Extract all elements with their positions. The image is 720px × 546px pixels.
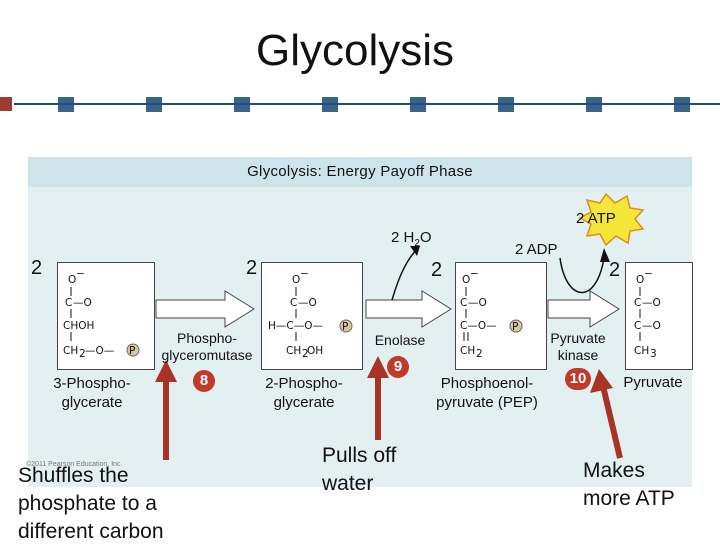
panel-title: Glycolysis: Energy Payoff Phase [247, 163, 473, 180]
label-3-phosphoglycerate: 3-Phospho- glycerate [53, 375, 131, 411]
label-pyruvate: Pyruvate [623, 374, 683, 391]
svg-text:O: O [462, 274, 470, 286]
svg-text:−: − [470, 268, 479, 280]
svg-text:O: O [68, 274, 76, 286]
svg-text:2: 2 [476, 348, 483, 360]
svg-text:−: − [76, 268, 85, 280]
slide-title: Glycolysis [255, 26, 455, 75]
atp-label: 2 ATP [576, 210, 616, 227]
svg-text:C—O—: C—O— [460, 320, 497, 332]
svg-text:H—C—O—: H—C—O— [268, 320, 323, 332]
svg-text:2: 2 [79, 348, 86, 360]
svg-text:CH: CH [460, 345, 475, 357]
atp-burst-icon [578, 192, 645, 247]
water-label: 2 H2O [391, 229, 432, 249]
svg-text:−: − [300, 268, 309, 280]
svg-text:C: C [634, 320, 641, 332]
count-after-water: 2 [431, 259, 443, 281]
enzyme-phosphoglyceromutase: Phospho- glyceromutase [161, 330, 253, 363]
svg-text:—O: —O [642, 297, 661, 309]
enzyme-pyruvate-kinase: Pyruvate kinase [550, 330, 606, 363]
enzyme-enolase: Enolase [374, 332, 426, 348]
water-release-arrow [391, 249, 417, 301]
svg-text:CH: CH [634, 345, 649, 357]
reaction-arrow-9 [365, 290, 452, 328]
note-step-9: Pulls off water [322, 444, 397, 495]
annotation-arrow-step-10 [590, 369, 623, 459]
svg-text:P: P [129, 345, 135, 357]
reaction-arrow-8 [155, 290, 255, 328]
svg-text:CH: CH [63, 345, 78, 357]
label-pep: Phosphoenol- pyruvate (PEP) [436, 375, 538, 411]
title-rule-accent [0, 97, 12, 111]
step-badge-8: 8 [193, 370, 215, 392]
label-2-phosphoglycerate: 2-Phospho- glycerate [265, 375, 343, 411]
note-step-10: Makes more ATP [583, 459, 675, 510]
panel-header [28, 157, 692, 187]
svg-text:CH: CH [286, 345, 301, 357]
molecule-pyruvate [625, 262, 693, 370]
svg-text:C: C [65, 297, 72, 309]
adp-to-atp-arrow [559, 257, 605, 294]
molecule-3-phosphoglycerate [57, 262, 155, 370]
annotation-arrow-step-9 [367, 356, 389, 440]
svg-text:OH: OH [307, 345, 323, 357]
svg-text:C: C [460, 297, 467, 309]
svg-text:2: 2 [302, 348, 309, 360]
title-rule [14, 103, 720, 105]
count-after-atp: 2 [609, 259, 621, 281]
svg-text:—O: —O [468, 297, 487, 309]
svg-text:3: 3 [650, 348, 657, 360]
svg-text:C: C [634, 297, 641, 309]
svg-text:−: − [644, 268, 653, 280]
svg-text:P: P [512, 321, 518, 333]
svg-text:P: P [342, 321, 348, 333]
count-before-water: 2 [246, 257, 258, 279]
step-badge-10: 10 [565, 368, 591, 390]
molecule-2-phosphoglycerate [261, 262, 363, 370]
svg-text:O: O [292, 274, 300, 286]
copyright-text: ©2011 Pearson Education, Inc. [26, 461, 123, 468]
molecule-pep [455, 262, 547, 370]
svg-text:C: C [290, 297, 297, 309]
reaction-arrow-10 [547, 290, 620, 328]
step-badge-9: 9 [387, 356, 409, 378]
svg-text:—O: —O [642, 320, 661, 332]
svg-text:O: O [636, 274, 644, 286]
note-step-8: Shuffles the phosphate to a different ca… [18, 464, 164, 543]
count-left: 2 [31, 257, 43, 279]
svg-text:—O: —O [73, 297, 92, 309]
svg-text:—O: —O [298, 297, 317, 309]
svg-text:CHOH: CHOH [63, 320, 94, 332]
adp-label: 2 ADP [515, 241, 558, 258]
svg-text:—O—: —O— [85, 345, 114, 357]
annotation-arrow-step-8 [155, 360, 177, 460]
